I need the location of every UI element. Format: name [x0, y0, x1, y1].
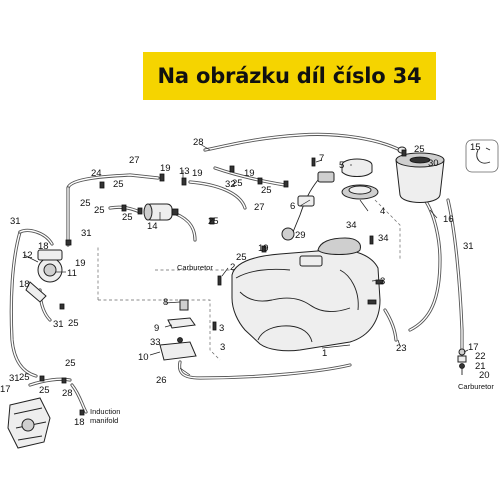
- callout-25: 25: [39, 385, 50, 396]
- induction-manifold-sketch: [7, 397, 51, 449]
- induction-manifold-label: Induction: [90, 407, 120, 416]
- callout-31: 31: [53, 319, 64, 330]
- hose-clamps: [39, 149, 407, 416]
- callout-28: 28: [193, 137, 204, 148]
- callout-19: 19: [75, 258, 86, 269]
- callout-25: 25: [122, 212, 133, 223]
- callout-17: 17: [468, 342, 479, 353]
- callout-25: 25: [94, 205, 105, 216]
- text-labels: Carburetor Carburetor Induction manifold: [90, 263, 494, 425]
- callout-14: 14: [147, 221, 158, 232]
- callout-1: 1: [322, 348, 327, 359]
- callout-5: 5: [339, 160, 344, 171]
- level-sender: [281, 171, 335, 241]
- callout-34: 34: [346, 220, 357, 231]
- callout-22: 22: [475, 351, 486, 362]
- callout-17: 17: [0, 384, 11, 395]
- callout-27: 27: [254, 202, 265, 213]
- callout-27: 27: [129, 155, 140, 166]
- fuel-filter: [143, 203, 179, 221]
- leader-lines: [23, 143, 469, 376]
- callout-7: 7: [319, 153, 324, 164]
- callout-19: 19: [160, 163, 171, 174]
- callout-9: 9: [154, 323, 159, 334]
- callout-25: 25: [261, 185, 272, 196]
- charcoal-canister: [395, 146, 445, 203]
- callout-19: 19: [258, 243, 269, 254]
- hose-lines: [9, 132, 464, 414]
- callout-18: 18: [74, 417, 85, 428]
- induction-manifold-label: manifold: [90, 416, 118, 425]
- callout-30: 30: [428, 158, 439, 169]
- callout-31: 31: [10, 216, 21, 227]
- callout-8: 8: [163, 297, 168, 308]
- callout-18: 18: [19, 279, 30, 290]
- callout-10: 10: [138, 352, 149, 363]
- callout-25: 25: [208, 216, 219, 227]
- callout-numbers: 1 2 3 3 3 4 5 6 7 8 9 10 11 12 13 14 15 …: [0, 137, 490, 428]
- callout-6: 6: [290, 201, 295, 212]
- callout-32: 32: [225, 179, 236, 190]
- callout-31: 31: [81, 228, 92, 239]
- callout-25: 25: [19, 372, 30, 383]
- callout-16: 16: [443, 214, 454, 225]
- banner-text: Na obrázku díl číslo 34: [157, 64, 422, 88]
- callout-12: 12: [22, 250, 33, 261]
- callout-31: 31: [9, 373, 20, 384]
- carburetor-label: Carburetor: [458, 382, 494, 391]
- callout-15: 15: [470, 142, 481, 153]
- callout-4: 4: [380, 206, 385, 217]
- callout-26: 26: [156, 375, 167, 386]
- callout-23: 23: [396, 343, 407, 354]
- callout-18: 18: [38, 241, 49, 252]
- callout-25: 25: [65, 358, 76, 369]
- callout-25: 25: [414, 144, 425, 155]
- callout-3: 3: [219, 323, 224, 334]
- callout-29: 29: [295, 230, 306, 241]
- callout-13: 13: [179, 166, 190, 177]
- callout-25: 25: [80, 198, 91, 209]
- fuel-tank: [231, 237, 381, 352]
- fuel-cap: [341, 158, 379, 200]
- callout-33: 33: [150, 337, 161, 348]
- fuel-pump: [25, 249, 63, 303]
- callout-28: 28: [62, 388, 73, 399]
- callout-34: 34: [378, 233, 389, 244]
- part-number-banner: Na obrázku díl číslo 34: [143, 52, 436, 100]
- callout-11: 11: [67, 268, 77, 279]
- callout-25: 25: [232, 178, 243, 189]
- callout-25: 25: [236, 252, 247, 263]
- right-fittings: [457, 348, 467, 375]
- carburetor-label: Carburetor: [177, 263, 213, 272]
- fuel-tap-assembly: [159, 299, 197, 361]
- callout-19: 19: [244, 168, 255, 179]
- callout-3: 3: [220, 342, 225, 353]
- callout-19: 19: [192, 168, 203, 179]
- callout-25: 25: [113, 179, 124, 190]
- callout-21: 21: [475, 361, 486, 372]
- callout-20: 20: [479, 370, 490, 381]
- callout-3: 3: [380, 276, 385, 287]
- callout-2: 2: [230, 262, 235, 273]
- callout-31: 31: [463, 241, 474, 252]
- detail-15: [465, 139, 499, 173]
- callout-25: 25: [68, 318, 79, 329]
- callout-24: 24: [91, 168, 102, 179]
